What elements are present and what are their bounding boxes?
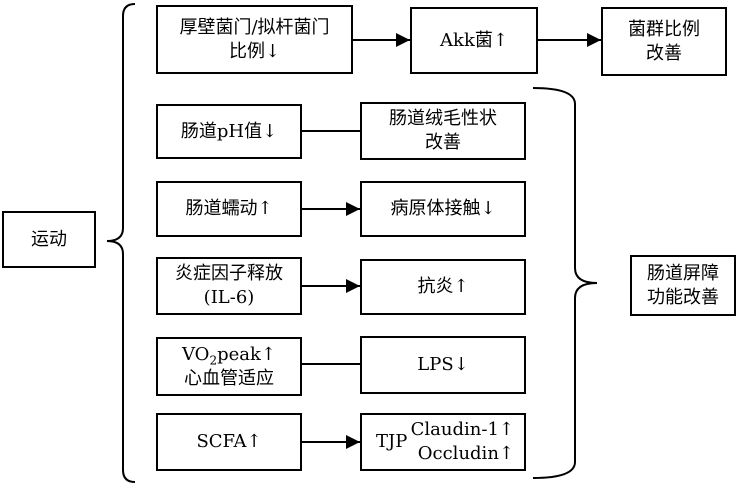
vo2-line1: VO2peak↑ xyxy=(182,343,276,367)
fb-ratio-line2: 比例↓ xyxy=(228,40,281,62)
scfa-label: SCFA↑ xyxy=(196,431,262,452)
pathogen-label: 病原体接触↓ xyxy=(390,198,496,219)
lps-label: LPS↓ xyxy=(417,354,469,375)
pathogen-node: 病原体接触↓ xyxy=(360,181,526,237)
tjp-node: TJP Claudin-1↑ Occludin↑ xyxy=(360,413,526,471)
peristalsis-node: 肠道蠕动↑ xyxy=(156,181,302,237)
cytokine-line2: (IL-6) xyxy=(203,287,255,308)
flora-node: 菌群比例 改善 xyxy=(601,7,727,76)
vo2-subscript: 2 xyxy=(209,353,218,368)
flora-line1: 菌群比例 xyxy=(628,18,700,40)
vo2-node: VO2peak↑ 心血管适应 xyxy=(156,337,302,396)
exercise-node: 运动 xyxy=(2,211,96,268)
akk-label: Akk菌↑ xyxy=(440,29,508,51)
scfa-node: SCFA↑ xyxy=(156,413,302,471)
anti-inflammation-node: 抗炎↑ xyxy=(360,259,526,315)
tjp-label: TJP xyxy=(376,431,408,452)
vo2-suffix: peak↑ xyxy=(217,343,276,365)
fb-ratio-node: 厚壁菌门/拟杆菌门 比例↓ xyxy=(156,5,353,74)
peristalsis-label: 肠道蠕动↑ xyxy=(185,198,273,219)
occludin-label: Occludin↑ xyxy=(417,443,514,464)
flora-line2: 改善 xyxy=(646,42,682,64)
right-brace xyxy=(532,87,598,479)
claudin-label: Claudin-1↑ xyxy=(410,419,514,440)
fb-ratio-line1: 厚壁菌门/拟杆菌门 xyxy=(179,16,330,38)
ph-label: 肠道pH值↓ xyxy=(180,120,278,142)
cytokine-line1: 炎症因子释放 xyxy=(175,263,283,284)
left-brace xyxy=(106,3,136,483)
barrier-line2: 功能改善 xyxy=(647,286,719,308)
lps-node: LPS↓ xyxy=(360,336,526,394)
villi-line1: 肠道绒毛性状 xyxy=(389,108,497,129)
exercise-label: 运动 xyxy=(31,228,67,250)
barrier-line1: 肠道屏障 xyxy=(647,262,719,284)
akk-node: Akk菌↑ xyxy=(410,7,538,74)
tjp-proteins: Claudin-1↑ Occludin↑ xyxy=(411,418,514,466)
barrier-node: 肠道屏障 功能改善 xyxy=(630,255,736,316)
anti-inflammation-label: 抗炎↑ xyxy=(417,276,469,297)
villi-node: 肠道绒毛性状 改善 xyxy=(360,102,526,160)
cardio-line: 心血管适应 xyxy=(184,367,274,389)
cytokine-node: 炎症因子释放 (IL-6) xyxy=(156,257,302,315)
ph-node: 肠道pH值↓ xyxy=(156,104,302,159)
vo2-prefix: VO xyxy=(182,343,210,365)
villi-line2: 改善 xyxy=(425,132,461,153)
